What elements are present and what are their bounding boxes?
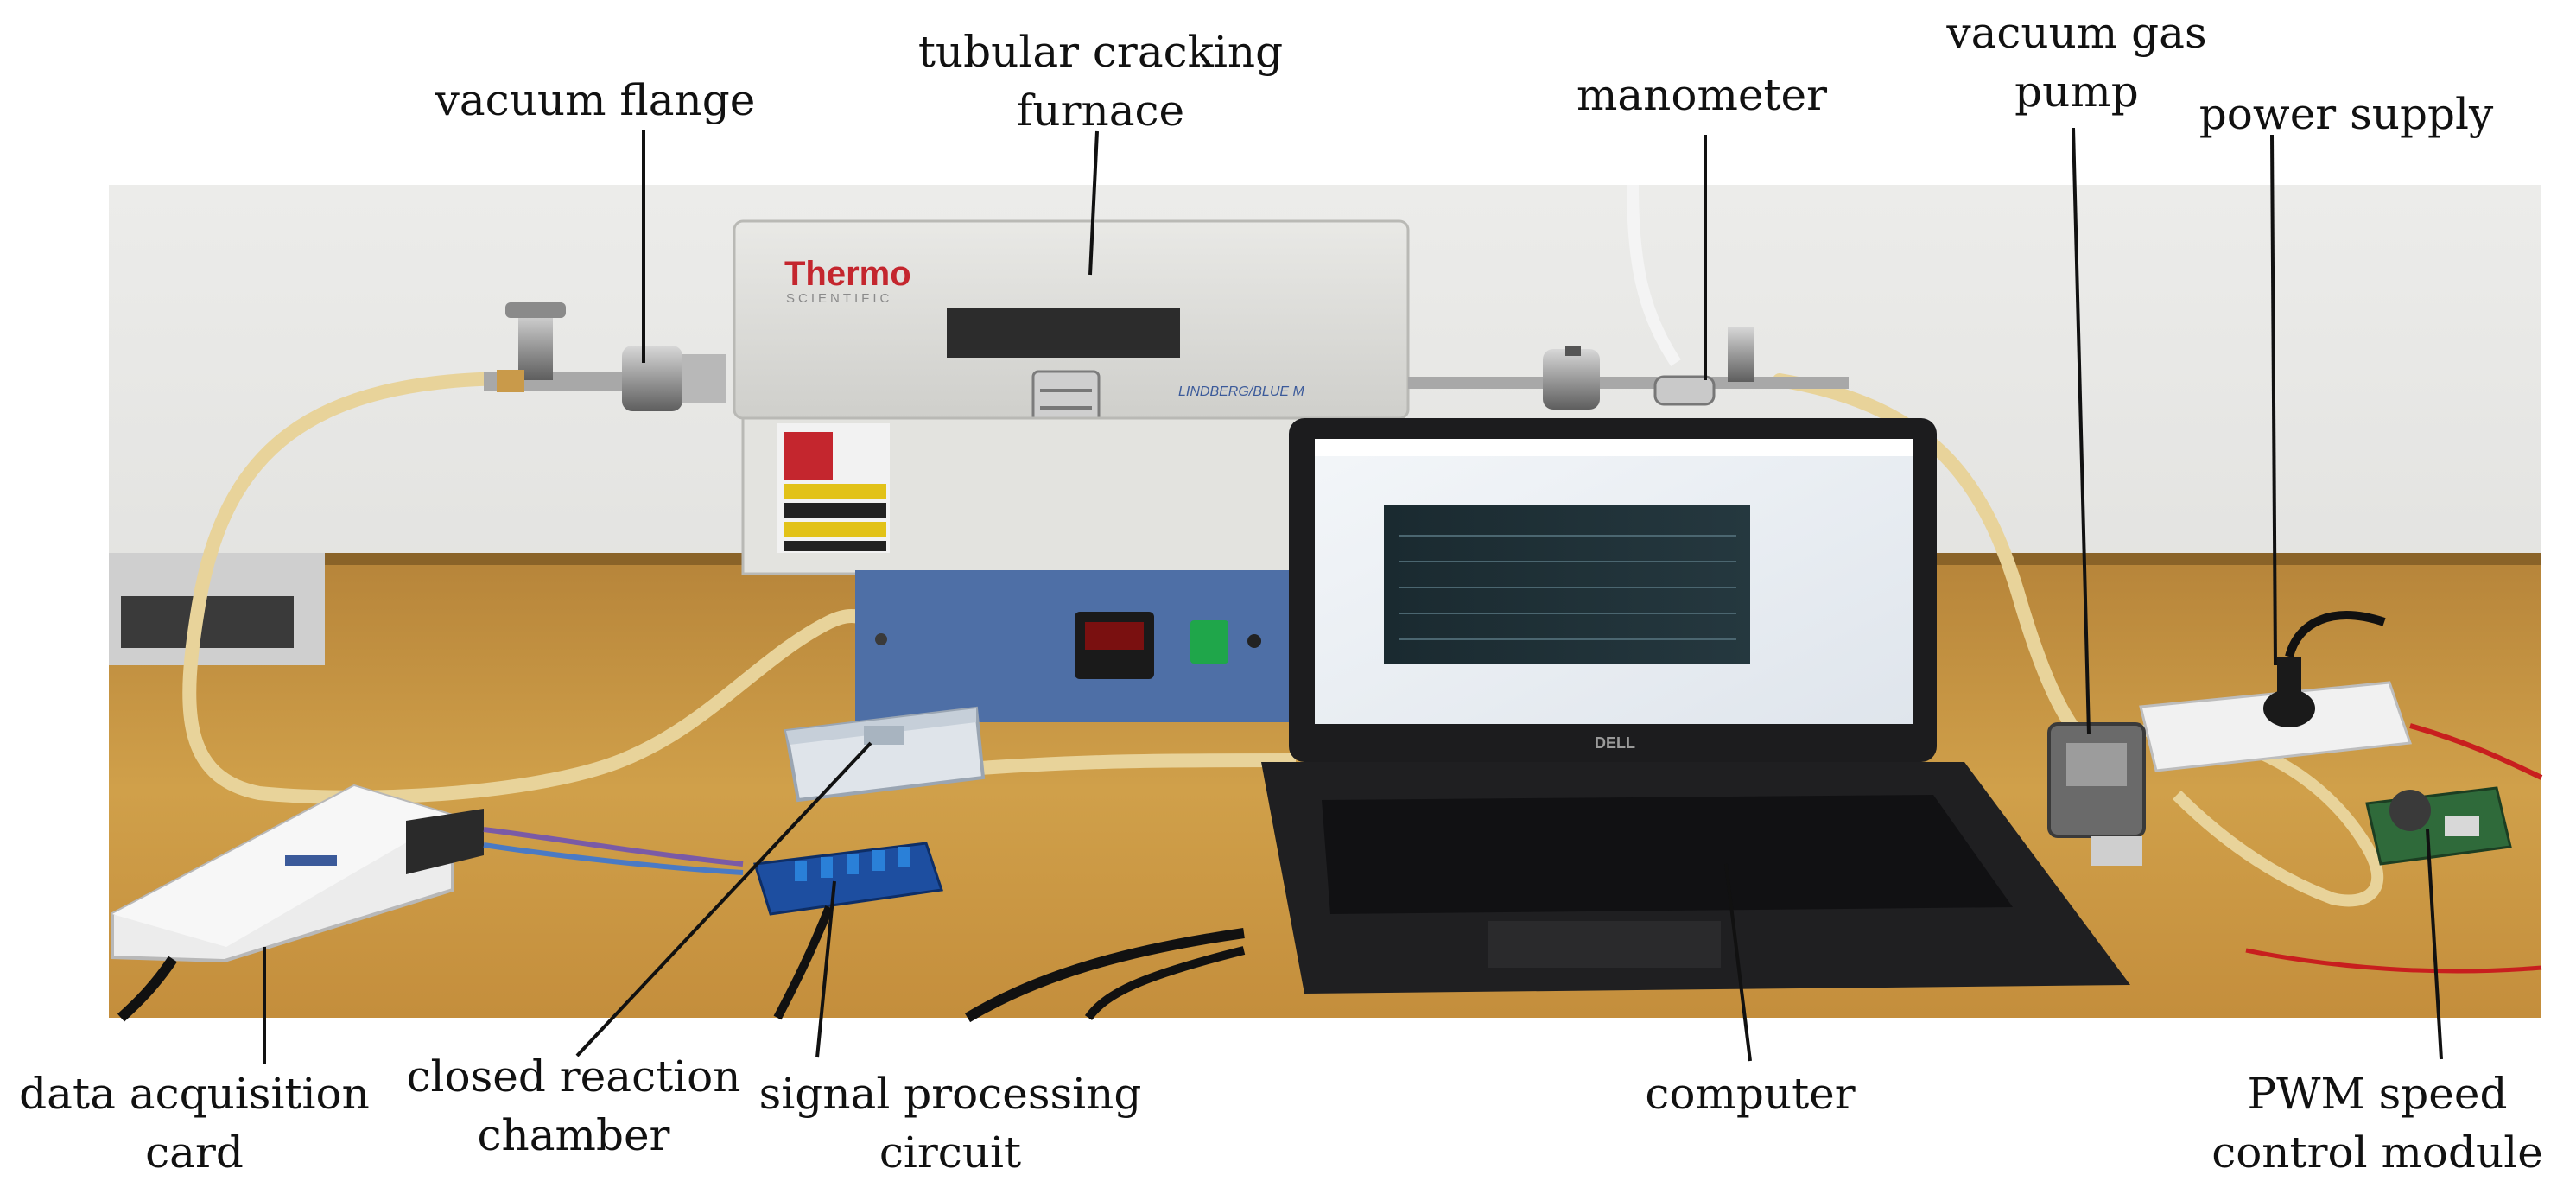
label-power-supply: power supply <box>2198 89 2494 139</box>
leader-signal-processing-circuit <box>815 880 836 1058</box>
leader-power-supply <box>2270 134 2277 666</box>
data-acquisition-card-device <box>111 784 744 1022</box>
vacuum-gas-pump-device <box>2047 722 2146 866</box>
label-pwm-speed-control-module: PWM speed control module <box>2211 1069 2543 1178</box>
label-computer: computer <box>1645 1069 1856 1119</box>
leader-vacuum-gas-pump <box>2072 127 2091 735</box>
label-data-acquisition-card: data acquisition card <box>19 1069 370 1178</box>
signal-processing-circuit-board <box>753 842 943 1020</box>
label-vacuum-gas-pump: vacuum gas pump <box>1946 8 2207 117</box>
leader-closed-reaction-chamber <box>575 741 872 1057</box>
laptop-brand-label: DELL <box>1595 734 1635 752</box>
power-supply-strip <box>2139 611 2543 780</box>
closed-reaction-chamber-box <box>784 706 986 803</box>
laptop-computer: DELL <box>964 418 2130 1023</box>
furnace-brand-line1: Thermo <box>784 255 911 293</box>
label-signal-processing-circuit: signal processing circuit <box>758 1069 1142 1178</box>
label-tubular-cracking-furnace: tubular cracking furnace <box>917 27 1284 136</box>
manometer-assembly <box>1408 327 1849 410</box>
vacuum-flange-assembly <box>484 302 726 411</box>
leader-tubular-furnace <box>1088 130 1099 276</box>
pwm-speed-control-board <box>2245 786 2542 974</box>
leader-pwm-module <box>2426 829 2443 1060</box>
leader-computer <box>1724 863 1752 1062</box>
label-leader-lines <box>263 127 2443 1064</box>
furnace-brand-line2: SCIENTIFIC <box>786 291 892 306</box>
label-closed-reaction-chamber: closed reaction chamber <box>406 1051 741 1160</box>
label-manometer: manometer <box>1576 70 1828 120</box>
label-vacuum-flange: vacuum flange <box>435 75 756 125</box>
furnace-model-label: LINDBERG/BLUE M <box>1178 384 1304 399</box>
